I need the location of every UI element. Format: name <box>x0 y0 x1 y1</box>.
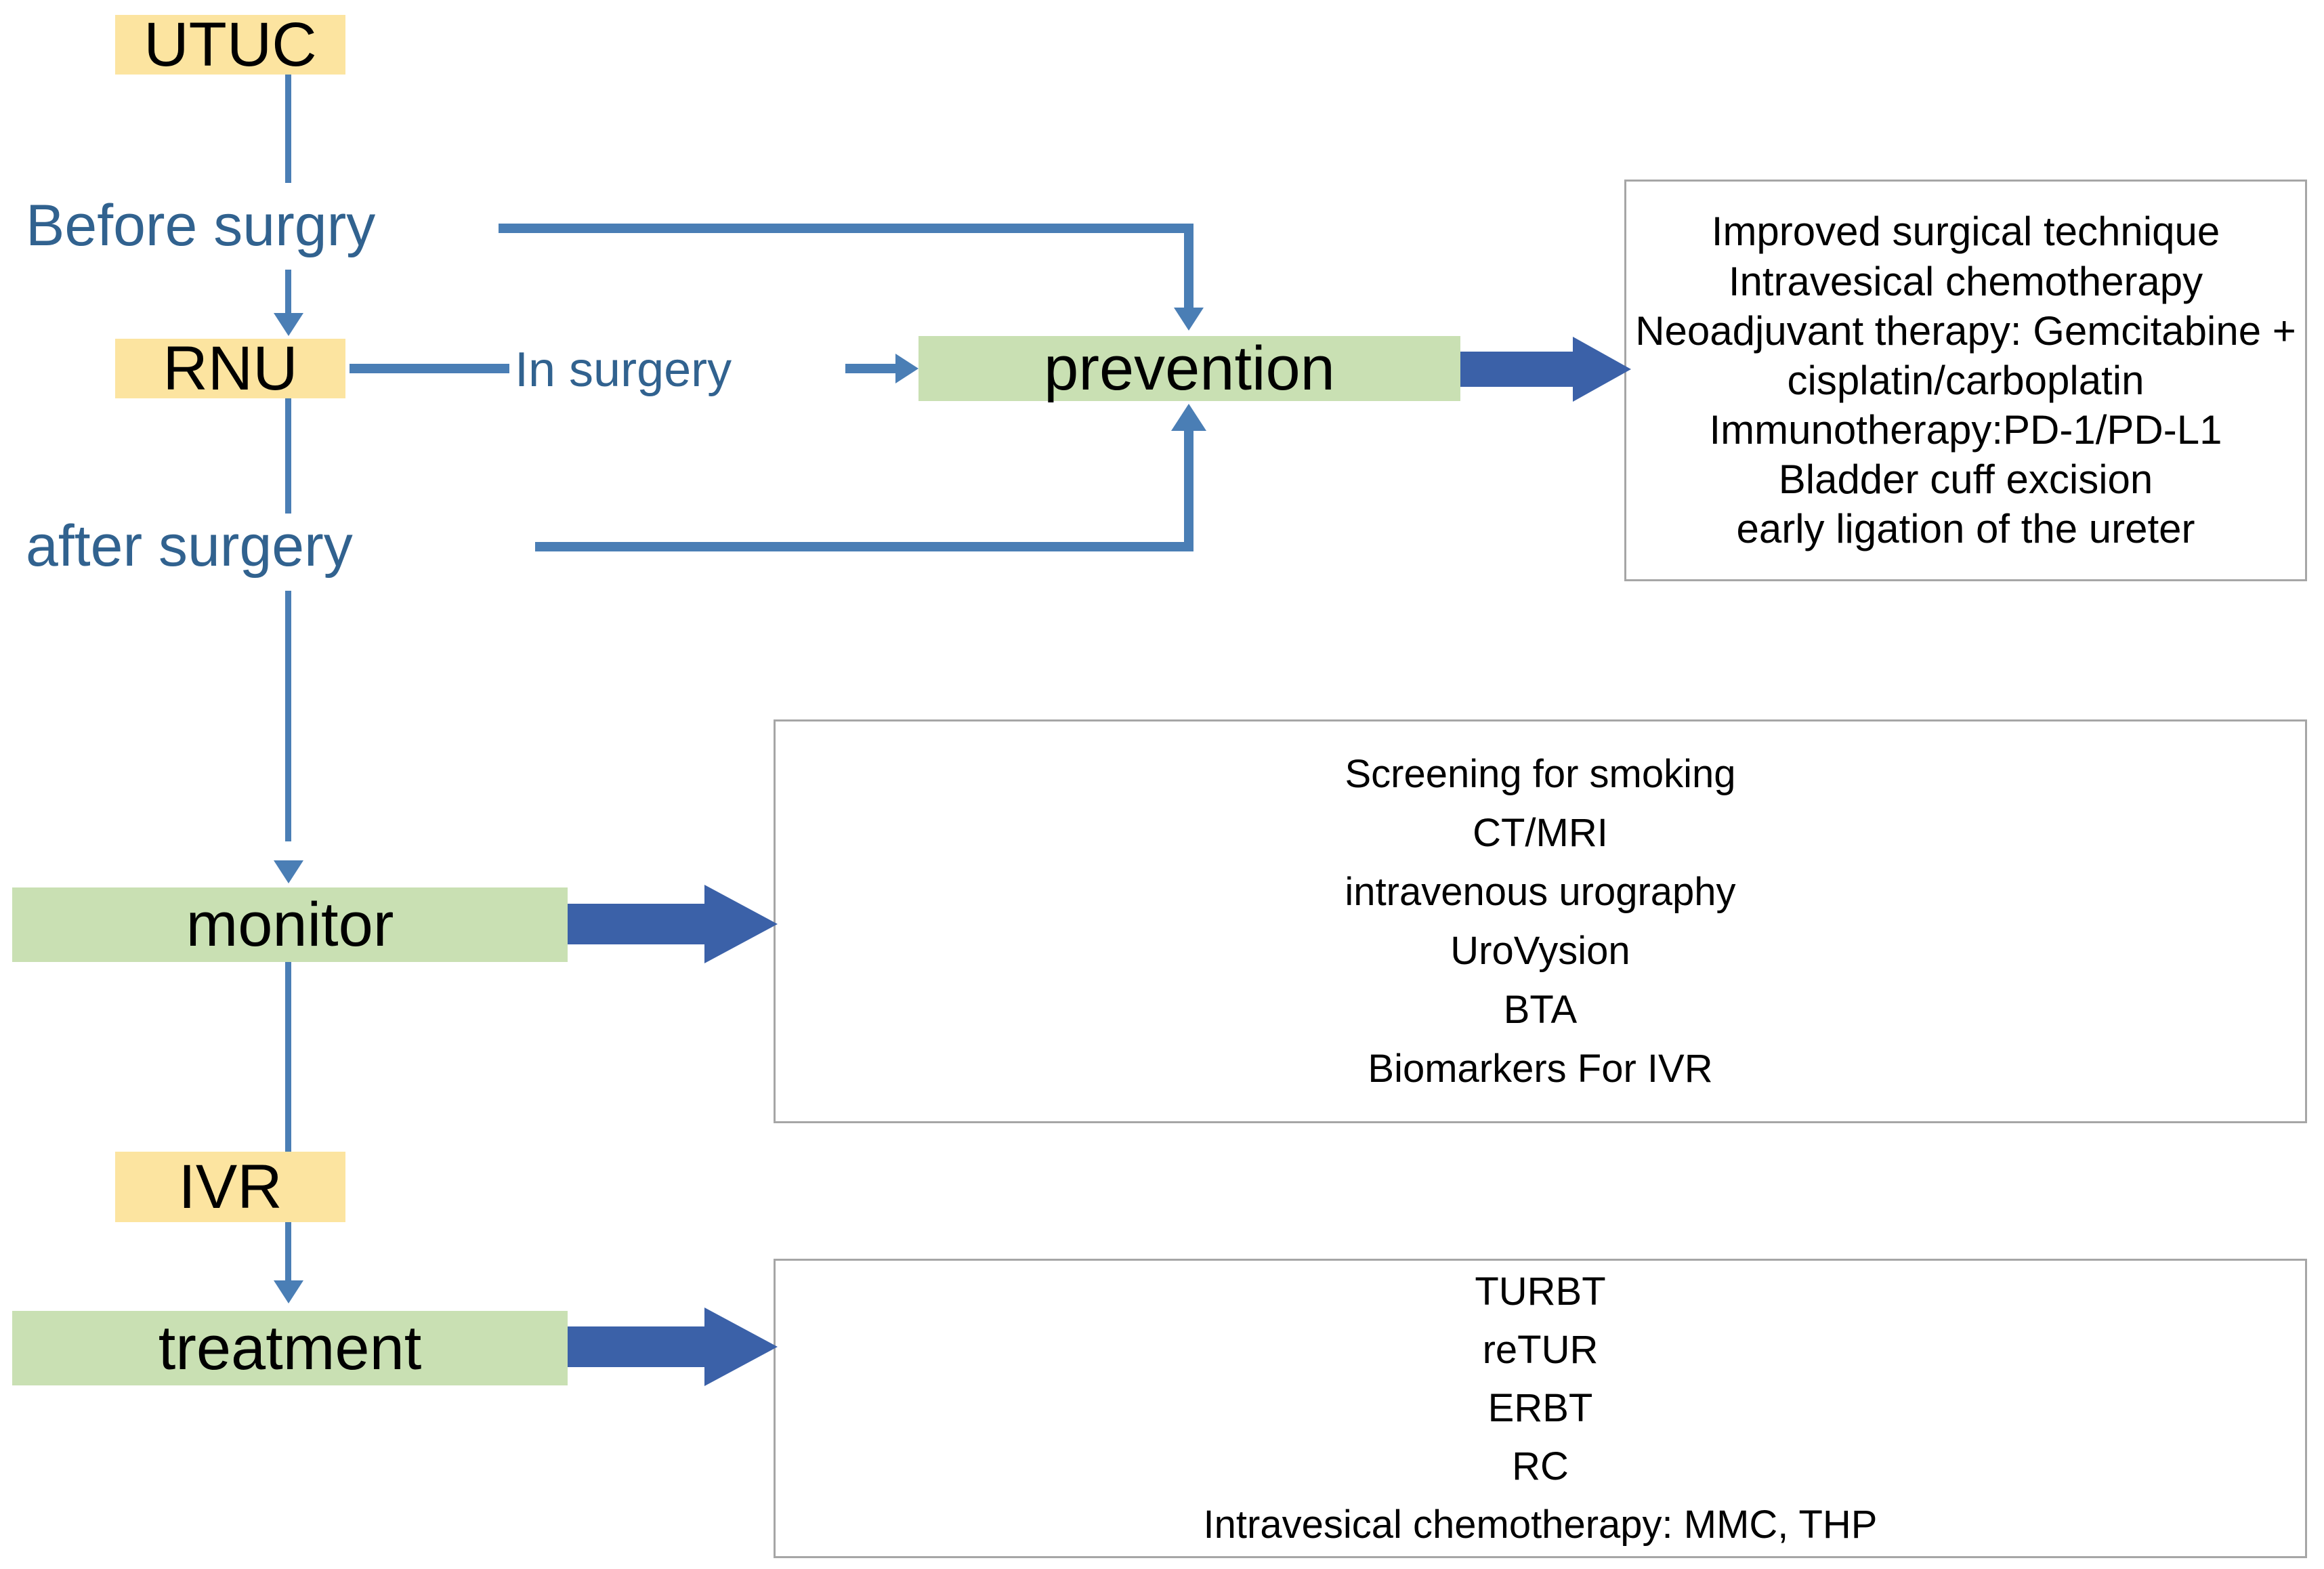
connector-after-surgery-vertical <box>1184 431 1193 547</box>
panel-line: reTUR <box>1482 1328 1599 1373</box>
arrow-down-icon-treatment <box>274 1280 303 1303</box>
block-arrow-right-icon-treatment <box>561 1308 778 1386</box>
panel-line: early ligation of the ureter <box>1736 506 2195 552</box>
node-prevention[interactable]: prevention <box>918 336 1460 401</box>
node-treatment[interactable]: treatment <box>12 1311 568 1385</box>
connector-before-surgery-horizontal <box>499 224 1193 233</box>
connector-rnu-to-after-surgery <box>285 398 291 514</box>
panel-line: UroVysion <box>1450 929 1630 973</box>
panel-line: intravenous urography <box>1345 870 1736 914</box>
node-ivr[interactable]: IVR <box>115 1152 345 1222</box>
panel-line: Improved surgical technique <box>1711 209 2220 255</box>
panel-line: Screening for smoking <box>1345 752 1736 796</box>
connector-utuc-to-rnu-upper <box>285 75 291 183</box>
panel-monitor-details: Screening for smoking CT/MRI intravenous… <box>774 719 2307 1123</box>
connector-after-surgery-to-monitor <box>285 591 291 841</box>
panel-line: Immunotherapy:PD-1/PD-L1 <box>1709 407 2222 453</box>
connector-utuc-to-rnu-lower <box>285 270 291 316</box>
edge-label-after-surgery: after surgery <box>26 514 353 579</box>
connector-rnu-to-in-surgery <box>350 364 509 373</box>
panel-line: RC <box>1512 1444 1569 1488</box>
node-treatment-label: treatment <box>158 1314 422 1383</box>
block-arrow-right-icon-prevention <box>1454 337 1631 402</box>
panel-line: CT/MRI <box>1473 811 1608 855</box>
connector-monitor-to-ivr <box>285 962 291 1156</box>
node-prevention-label: prevention <box>1044 334 1335 403</box>
arrow-right-icon-prevention-left <box>895 354 918 383</box>
panel-line: BTA <box>1503 988 1578 1032</box>
panel-line: Neoadjuvant therapy: Gemcitabine + <box>1635 308 2296 354</box>
arrow-up-icon-prevention-bottom <box>1171 404 1206 431</box>
node-monitor[interactable]: monitor <box>12 887 568 962</box>
panel-monitor-lines: Screening for smoking CT/MRI intravenous… <box>1345 745 1735 1098</box>
node-rnu[interactable]: RNU <box>115 334 345 403</box>
node-ivr-label: IVR <box>178 1152 282 1221</box>
connector-ivr-to-treatment <box>285 1222 291 1283</box>
connector-in-surgery-to-prevention <box>845 364 900 373</box>
panel-line: Bladder cuff excision <box>1778 457 2153 503</box>
panel-line: Intravesical chemotherapy: MMC, THP <box>1203 1502 1878 1547</box>
panel-prevention-details: Improved surgical technique Intravesical… <box>1624 180 2307 581</box>
connector-after-surgery-horizontal <box>535 542 1193 551</box>
panel-prevention-lines: Improved surgical technique Intravesical… <box>1635 207 2296 553</box>
panel-treatment-lines: TURBT reTUR ERBT RC Intravesical chemoth… <box>1204 1263 1878 1553</box>
block-arrow-right-icon-monitor <box>561 885 778 963</box>
panel-line: ERBT <box>1487 1386 1593 1431</box>
edge-label-before-surgery: Before surgry <box>26 193 376 258</box>
arrow-down-icon-monitor <box>274 860 303 883</box>
panel-line: cisplatin/carboplatin <box>1787 357 2145 403</box>
panel-line: TURBT <box>1475 1270 1606 1314</box>
panel-line: Intravesical chemotherapy <box>1728 258 2203 304</box>
arrow-down-icon-rnu <box>274 313 303 336</box>
edge-label-in-surgery: In surgery <box>515 343 732 397</box>
panel-treatment-details: TURBT reTUR ERBT RC Intravesical chemoth… <box>774 1259 2307 1558</box>
connector-before-surgery-vertical <box>1184 224 1193 310</box>
panel-line: Biomarkers For IVR <box>1368 1047 1713 1091</box>
node-monitor-label: monitor <box>186 890 394 959</box>
node-utuc-label: UTUC <box>144 10 317 79</box>
node-utuc[interactable]: UTUC <box>115 10 345 79</box>
arrow-down-icon-prevention-top <box>1174 308 1204 331</box>
node-rnu-label: RNU <box>163 334 298 403</box>
